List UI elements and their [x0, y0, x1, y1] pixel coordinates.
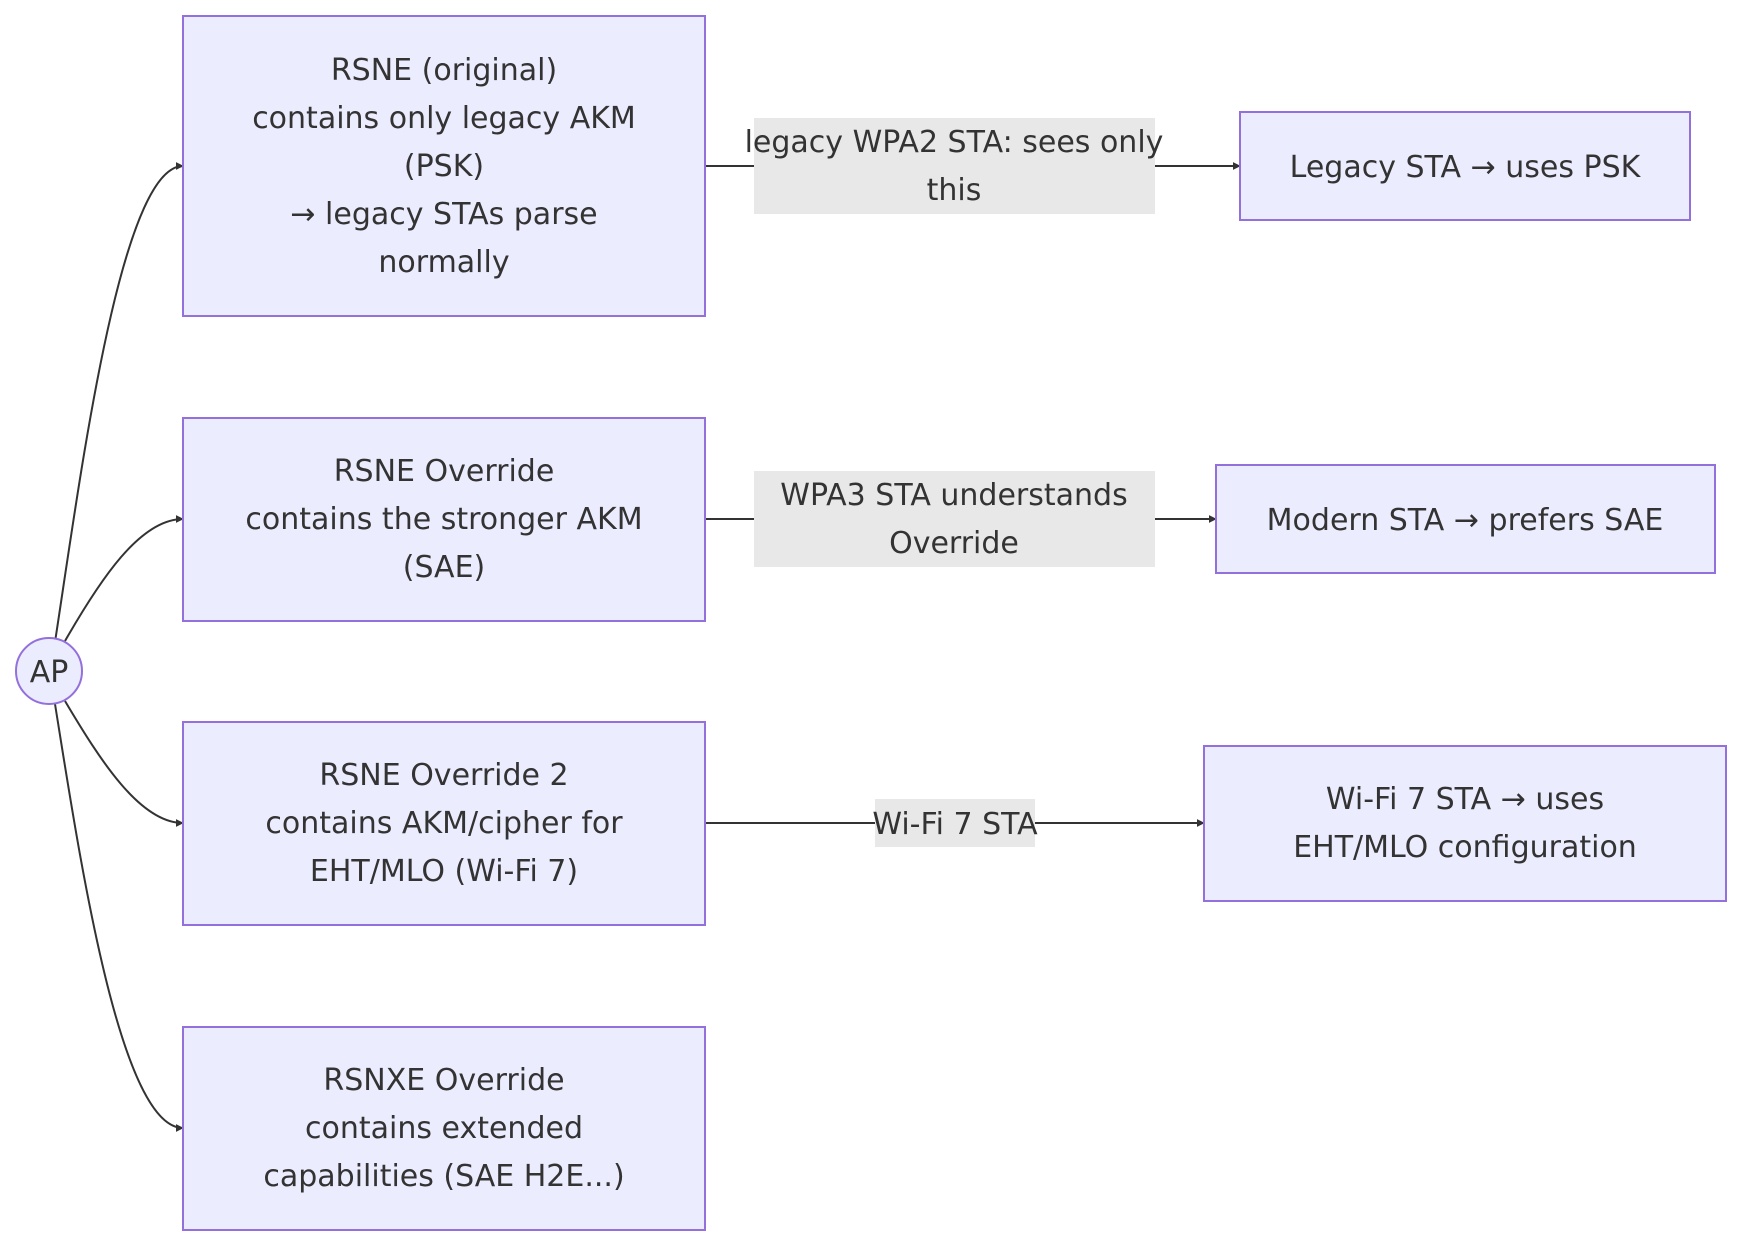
rsne-original-line-5: normally — [378, 245, 509, 280]
legacy-sta-label: Legacy STA → uses PSK — [1290, 150, 1642, 185]
wifi7-sta-line-1: Wi-Fi 7 STA → uses — [1326, 782, 1604, 817]
rsne-original-line-3: (PSK) — [404, 149, 484, 184]
rsne-original-line-1: RSNE (original) — [331, 53, 557, 88]
rsne-override-line-2: contains the stronger AKM — [245, 502, 642, 537]
edge-ap-to-override1 — [64, 515, 184, 642]
edge-ap-to-rsnxe — [54, 703, 184, 1132]
rsne-override-2-line-1: RSNE Override 2 — [319, 758, 568, 793]
rsnxe-override-line-2: contains extended — [305, 1111, 583, 1146]
ap-node: AP — [15, 637, 83, 705]
edge-ap-to-rsne — [54, 162, 184, 643]
rsnxe-override-line-1: RSNXE Override — [323, 1063, 564, 1098]
edge-label-wpa3-line-2: Override — [889, 526, 1019, 561]
edge-label-legacy-line-2: this — [927, 173, 982, 208]
rsne-override-2-line-3: EHT/MLO (Wi-Fi 7) — [310, 854, 578, 889]
edge-ap-to-override2 — [64, 700, 184, 827]
edge-label-wpa3: WPA3 STA understands Override — [754, 471, 1155, 567]
rsne-override-node: RSNE Override contains the stronger AKM … — [182, 417, 706, 622]
modern-sta-label: Modern STA → prefers SAE — [1267, 503, 1664, 538]
edge-label-legacy-line-1: legacy WPA2 STA: sees only — [745, 125, 1164, 160]
rsne-original-node: RSNE (original) contains only legacy AKM… — [182, 15, 706, 317]
wifi7-sta-line-2: EHT/MLO configuration — [1293, 830, 1637, 865]
rsnxe-override-line-3: capabilities (SAE H2E...) — [263, 1159, 624, 1194]
edge-label-wpa3-line-1: WPA3 STA understands — [780, 478, 1127, 513]
edge-label-wifi7-line-1: Wi-Fi 7 STA — [872, 807, 1038, 842]
legacy-sta-node: Legacy STA → uses PSK — [1239, 111, 1691, 221]
rsne-original-line-2: contains only legacy AKM — [252, 101, 636, 136]
edge-label-wifi7: Wi-Fi 7 STA — [872, 799, 1038, 847]
rsne-override-line-3: (SAE) — [403, 550, 486, 585]
modern-sta-node: Modern STA → prefers SAE — [1215, 464, 1716, 574]
rsne-override-2-node: RSNE Override 2 contains AKM/cipher for … — [182, 721, 706, 926]
rsne-override-2-line-2: contains AKM/cipher for — [265, 806, 623, 841]
rsnxe-override-node: RSNXE Override contains extended capabil… — [182, 1026, 706, 1231]
rsne-override-line-1: RSNE Override — [334, 454, 555, 489]
edge-label-legacy: legacy WPA2 STA: sees only this — [745, 118, 1164, 214]
rsne-original-line-4: → legacy STAs parse — [290, 197, 597, 232]
ap-node-label: AP — [30, 655, 69, 690]
wifi7-sta-node: Wi-Fi 7 STA → uses EHT/MLO configuration — [1203, 745, 1727, 902]
